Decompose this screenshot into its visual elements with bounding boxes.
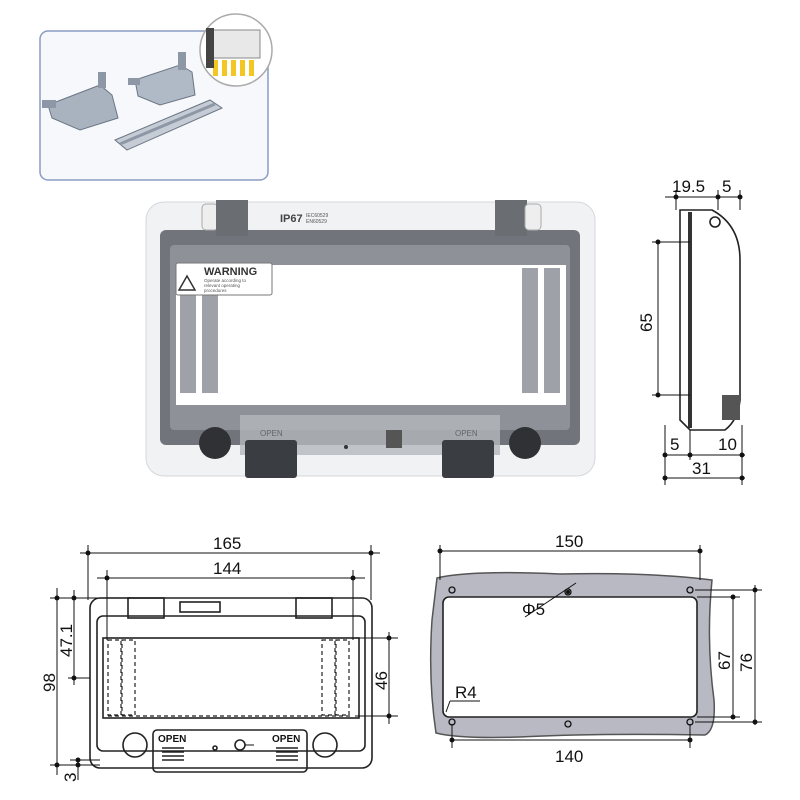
accessories-inset xyxy=(39,13,273,181)
dim-total-depth: 31 xyxy=(692,459,711,478)
product-photo: WARNING Operate according to relevant op… xyxy=(145,200,596,478)
dim-width-bottom: 140 xyxy=(555,747,583,766)
cutout-opening xyxy=(442,596,698,718)
dim-height-upper: 47.1 xyxy=(57,624,76,657)
dim-height-outer: 76 xyxy=(737,653,756,672)
mounting-bracket-left xyxy=(42,72,119,131)
latch-right xyxy=(442,440,494,478)
dim-height: 65 xyxy=(637,313,656,332)
dim-lip: 5 xyxy=(722,177,731,196)
dim-width-top: 150 xyxy=(555,532,583,551)
warning-text: procedures xyxy=(204,288,227,293)
dim-corner-radius: R4 xyxy=(455,683,477,702)
warning-text: relevant operating xyxy=(204,283,241,288)
breaker-thumbnail xyxy=(199,13,273,87)
dim-window-height: 46 xyxy=(372,671,391,690)
side-view-drawing: 19.5 5 65 5 10 31 xyxy=(637,177,745,485)
dim-height-inner: 67 xyxy=(715,651,734,670)
open-label: OPEN xyxy=(272,734,300,745)
open-label: OPEN xyxy=(455,429,478,438)
warning-text: Operate according to xyxy=(204,278,247,283)
knob-left xyxy=(122,732,148,758)
dim-bottom-offset: 3 xyxy=(61,773,80,782)
keyhole xyxy=(386,430,402,448)
warning-label: WARNING Operate according to relevant op… xyxy=(175,262,273,296)
standard-label: EN60529 xyxy=(306,219,327,225)
dim-bottom-lip: 5 xyxy=(670,435,679,454)
module-slots-right xyxy=(522,268,560,393)
hinge-left xyxy=(201,200,248,236)
dim-width-inner: 144 xyxy=(213,559,241,578)
open-label: OPEN xyxy=(260,429,283,438)
knob-right xyxy=(312,732,338,758)
warning-title: WARNING xyxy=(204,266,257,278)
dim-bottom-depth: 10 xyxy=(718,435,737,454)
mounting-bracket-right xyxy=(128,52,196,106)
knob-left xyxy=(199,427,231,459)
din-rail xyxy=(114,99,224,151)
dim-depth: 19.5 xyxy=(672,177,705,196)
knob-right xyxy=(509,427,541,459)
module-slots-left xyxy=(180,268,218,393)
dim-height-outer: 98 xyxy=(40,673,59,692)
dim-hole-diameter: Φ5 xyxy=(522,600,545,619)
ip-rating-label: IP67 xyxy=(280,213,303,225)
front-view-drawing: OPEN OPEN 165 144 98 47.1 46 3 xyxy=(40,534,398,782)
standard-label: IEC60529 xyxy=(306,213,328,219)
dim-width-outer: 165 xyxy=(213,534,241,553)
open-label: OPEN xyxy=(158,734,186,745)
hinge-right xyxy=(495,200,542,236)
cutout-drawing: 150 140 Φ5 R4 67 76 xyxy=(429,532,762,766)
warning-icon xyxy=(177,274,197,291)
latch-left xyxy=(245,440,297,478)
